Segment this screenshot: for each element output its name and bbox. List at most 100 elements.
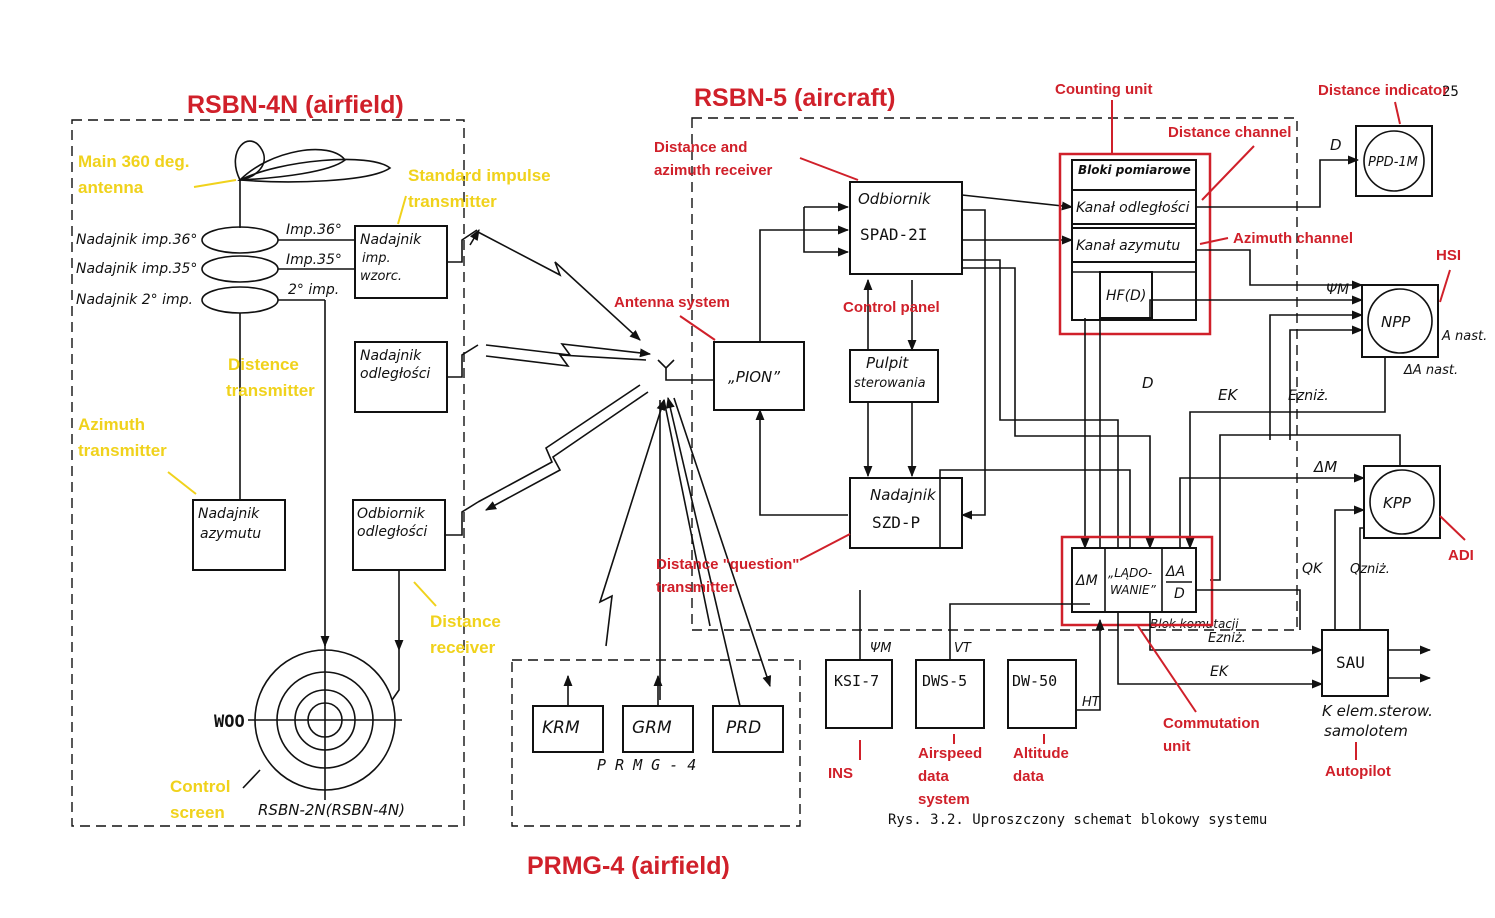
ann-ins: INS	[828, 765, 853, 782]
autopilot-box	[1321, 629, 1389, 697]
ann-airspeed-1: Airspeed	[918, 745, 982, 762]
dws-box	[915, 659, 985, 729]
sig-vt: VT	[954, 641, 972, 656]
std-line2: imp.	[362, 251, 391, 266]
spad-line2: SPAD-2I	[860, 225, 927, 244]
pulpit-line1: Pulpit	[866, 354, 909, 372]
yellow-annotations: Main 360 deg. antenna Standard impulse t…	[78, 152, 551, 822]
pion-label: „PION”	[728, 368, 780, 386]
main-antenna-icon	[234, 140, 392, 228]
ann-adi: ADI	[1448, 547, 1474, 564]
title-rsbn4n: RSBN-4N (airfield)	[187, 91, 404, 119]
a-nast: A nast.	[1441, 329, 1487, 344]
ann-distance-indicator: Distance indicator	[1318, 82, 1448, 99]
screen-caption: RSBN-2N(RSBN-4N)	[258, 801, 405, 819]
dist-tx-line1: Nadajnik	[360, 348, 422, 364]
commutation-unit-highlight	[1060, 535, 1214, 627]
pulpit-line2: sterowania	[854, 376, 926, 391]
ladowanie-line2: WANIE”	[1110, 583, 1157, 597]
ksi-box	[825, 659, 893, 729]
ann-distence-2: transmitter	[226, 381, 315, 400]
sig-qzniz: Qzniż.	[1350, 562, 1390, 577]
red-annotations: Counting unit Distance indicator Distanc…	[614, 81, 1474, 808]
title-rsbn5: RSBN-5 (aircraft)	[694, 84, 895, 112]
ann-std-imp-2: transmitter	[408, 192, 497, 211]
control-screen-icon	[242, 640, 402, 800]
ann-hsi: HSI	[1436, 247, 1461, 264]
sig-ek: EK	[1218, 386, 1238, 404]
figure-caption: Rys. 3.2. Uproszczony schemat blokowy sy…	[888, 812, 1267, 828]
krm-box	[532, 705, 604, 753]
sig-ezniz2: Ezniż.	[1208, 631, 1246, 646]
rsbn5-group: „PION” Odbiornik SPAD-2I Pulpit sterowan…	[691, 117, 1487, 740]
ksi-label: KSI-7	[834, 672, 879, 690]
grm-label: GRM	[632, 718, 672, 738]
standard-impulse-transmitter-box	[354, 225, 448, 299]
imp2-label: 2° imp.	[288, 282, 339, 298]
hsi-frame	[1361, 284, 1439, 358]
az-tx-line1: Nadajnik	[198, 506, 260, 522]
sig-ek2: EK	[1210, 664, 1230, 680]
ann-dist-az-rx-1: Distance and	[654, 139, 747, 156]
sig-ht: HT	[1082, 695, 1101, 710]
hf-label: HF(D)	[1106, 288, 1146, 304]
sig-qk: QK	[1302, 561, 1324, 577]
ann-control-screen-1: Control	[170, 777, 230, 796]
pion-box	[713, 341, 805, 411]
szd-transmitter-box	[849, 477, 963, 549]
ann-question-tx-1: Distance "question"	[656, 556, 799, 573]
antenna-element-35	[201, 255, 279, 283]
imp36-label: Imp.36°	[286, 222, 342, 238]
ann-airspeed-3: system	[918, 791, 970, 808]
hf-box	[1099, 271, 1153, 319]
aircraft-antenna-icon	[657, 359, 714, 381]
counting-unit-highlight	[1058, 152, 1212, 336]
ann-antenna-system: Antenna system	[614, 294, 730, 311]
antenna-element-2	[201, 286, 279, 314]
ann-control-panel: Control panel	[843, 299, 940, 316]
dist-rx-line2: odległości	[357, 524, 427, 540]
dws-label: DWS-5	[922, 672, 967, 690]
woo-label: WOO	[214, 712, 245, 732]
ann-altitude-1: Altitude	[1013, 745, 1069, 762]
ann-dist-rx-2: receiver	[430, 638, 496, 657]
distance-transmitter-box	[354, 341, 448, 413]
sig-d2: D	[1142, 374, 1154, 392]
dw-label: DW-50	[1012, 672, 1057, 690]
rsbn4n-group: Nadajnik imp.36° Nadajnik imp.35° Nadajn…	[71, 119, 480, 827]
spad-receiver-box	[849, 181, 963, 275]
prd-label: PRD	[726, 718, 761, 738]
ladowanie-line1: „LĄDO-	[1108, 566, 1152, 580]
ann-control-screen-2: screen	[170, 803, 225, 822]
krm-label: KRM	[542, 718, 580, 738]
page-number: 25	[1442, 84, 1459, 100]
d-frac-label: D	[1174, 586, 1185, 602]
control-panel-box	[849, 349, 939, 403]
distance-indicator-frame	[1355, 125, 1433, 197]
ann-commutation-2: unit	[1163, 738, 1191, 755]
tx2-label: Nadajnik 2° imp.	[76, 292, 193, 308]
ppd-label: PPD-1M	[1368, 155, 1418, 170]
ann-distence-1: Distence	[228, 355, 299, 374]
radio-links	[477, 231, 772, 707]
prmg4-group: KRM GRM PRD P R M G - 4	[511, 659, 801, 827]
spad-line1: Odbiornik	[858, 190, 932, 208]
ann-autopilot: Autopilot	[1325, 763, 1391, 780]
ann-altitude-2: data	[1013, 768, 1045, 785]
sig-psi-ksi: ΨM	[870, 641, 891, 656]
rsbn5-boundary	[691, 117, 1298, 631]
tx35-label: Nadajnik imp.35°	[76, 261, 197, 277]
kanal-az-label: Kanał azymutu	[1076, 238, 1180, 254]
dist-rx-line1: Odbiornik	[357, 506, 426, 522]
antenna-element-36	[201, 226, 279, 254]
imp35-label: Imp.35°	[286, 252, 342, 268]
prmg4-boundary	[511, 659, 801, 827]
tx36-label: Nadajnik imp.36°	[76, 232, 197, 248]
adi-frame	[1363, 465, 1441, 539]
ann-dist-az-rx-2: azimuth receiver	[654, 162, 773, 179]
dw-box	[1007, 659, 1077, 729]
std-line1: Nadajnik	[360, 232, 422, 248]
ann-azimuth-tx-2: transmitter	[78, 441, 167, 460]
ann-azimuth-tx-1: Azimuth	[78, 415, 145, 434]
